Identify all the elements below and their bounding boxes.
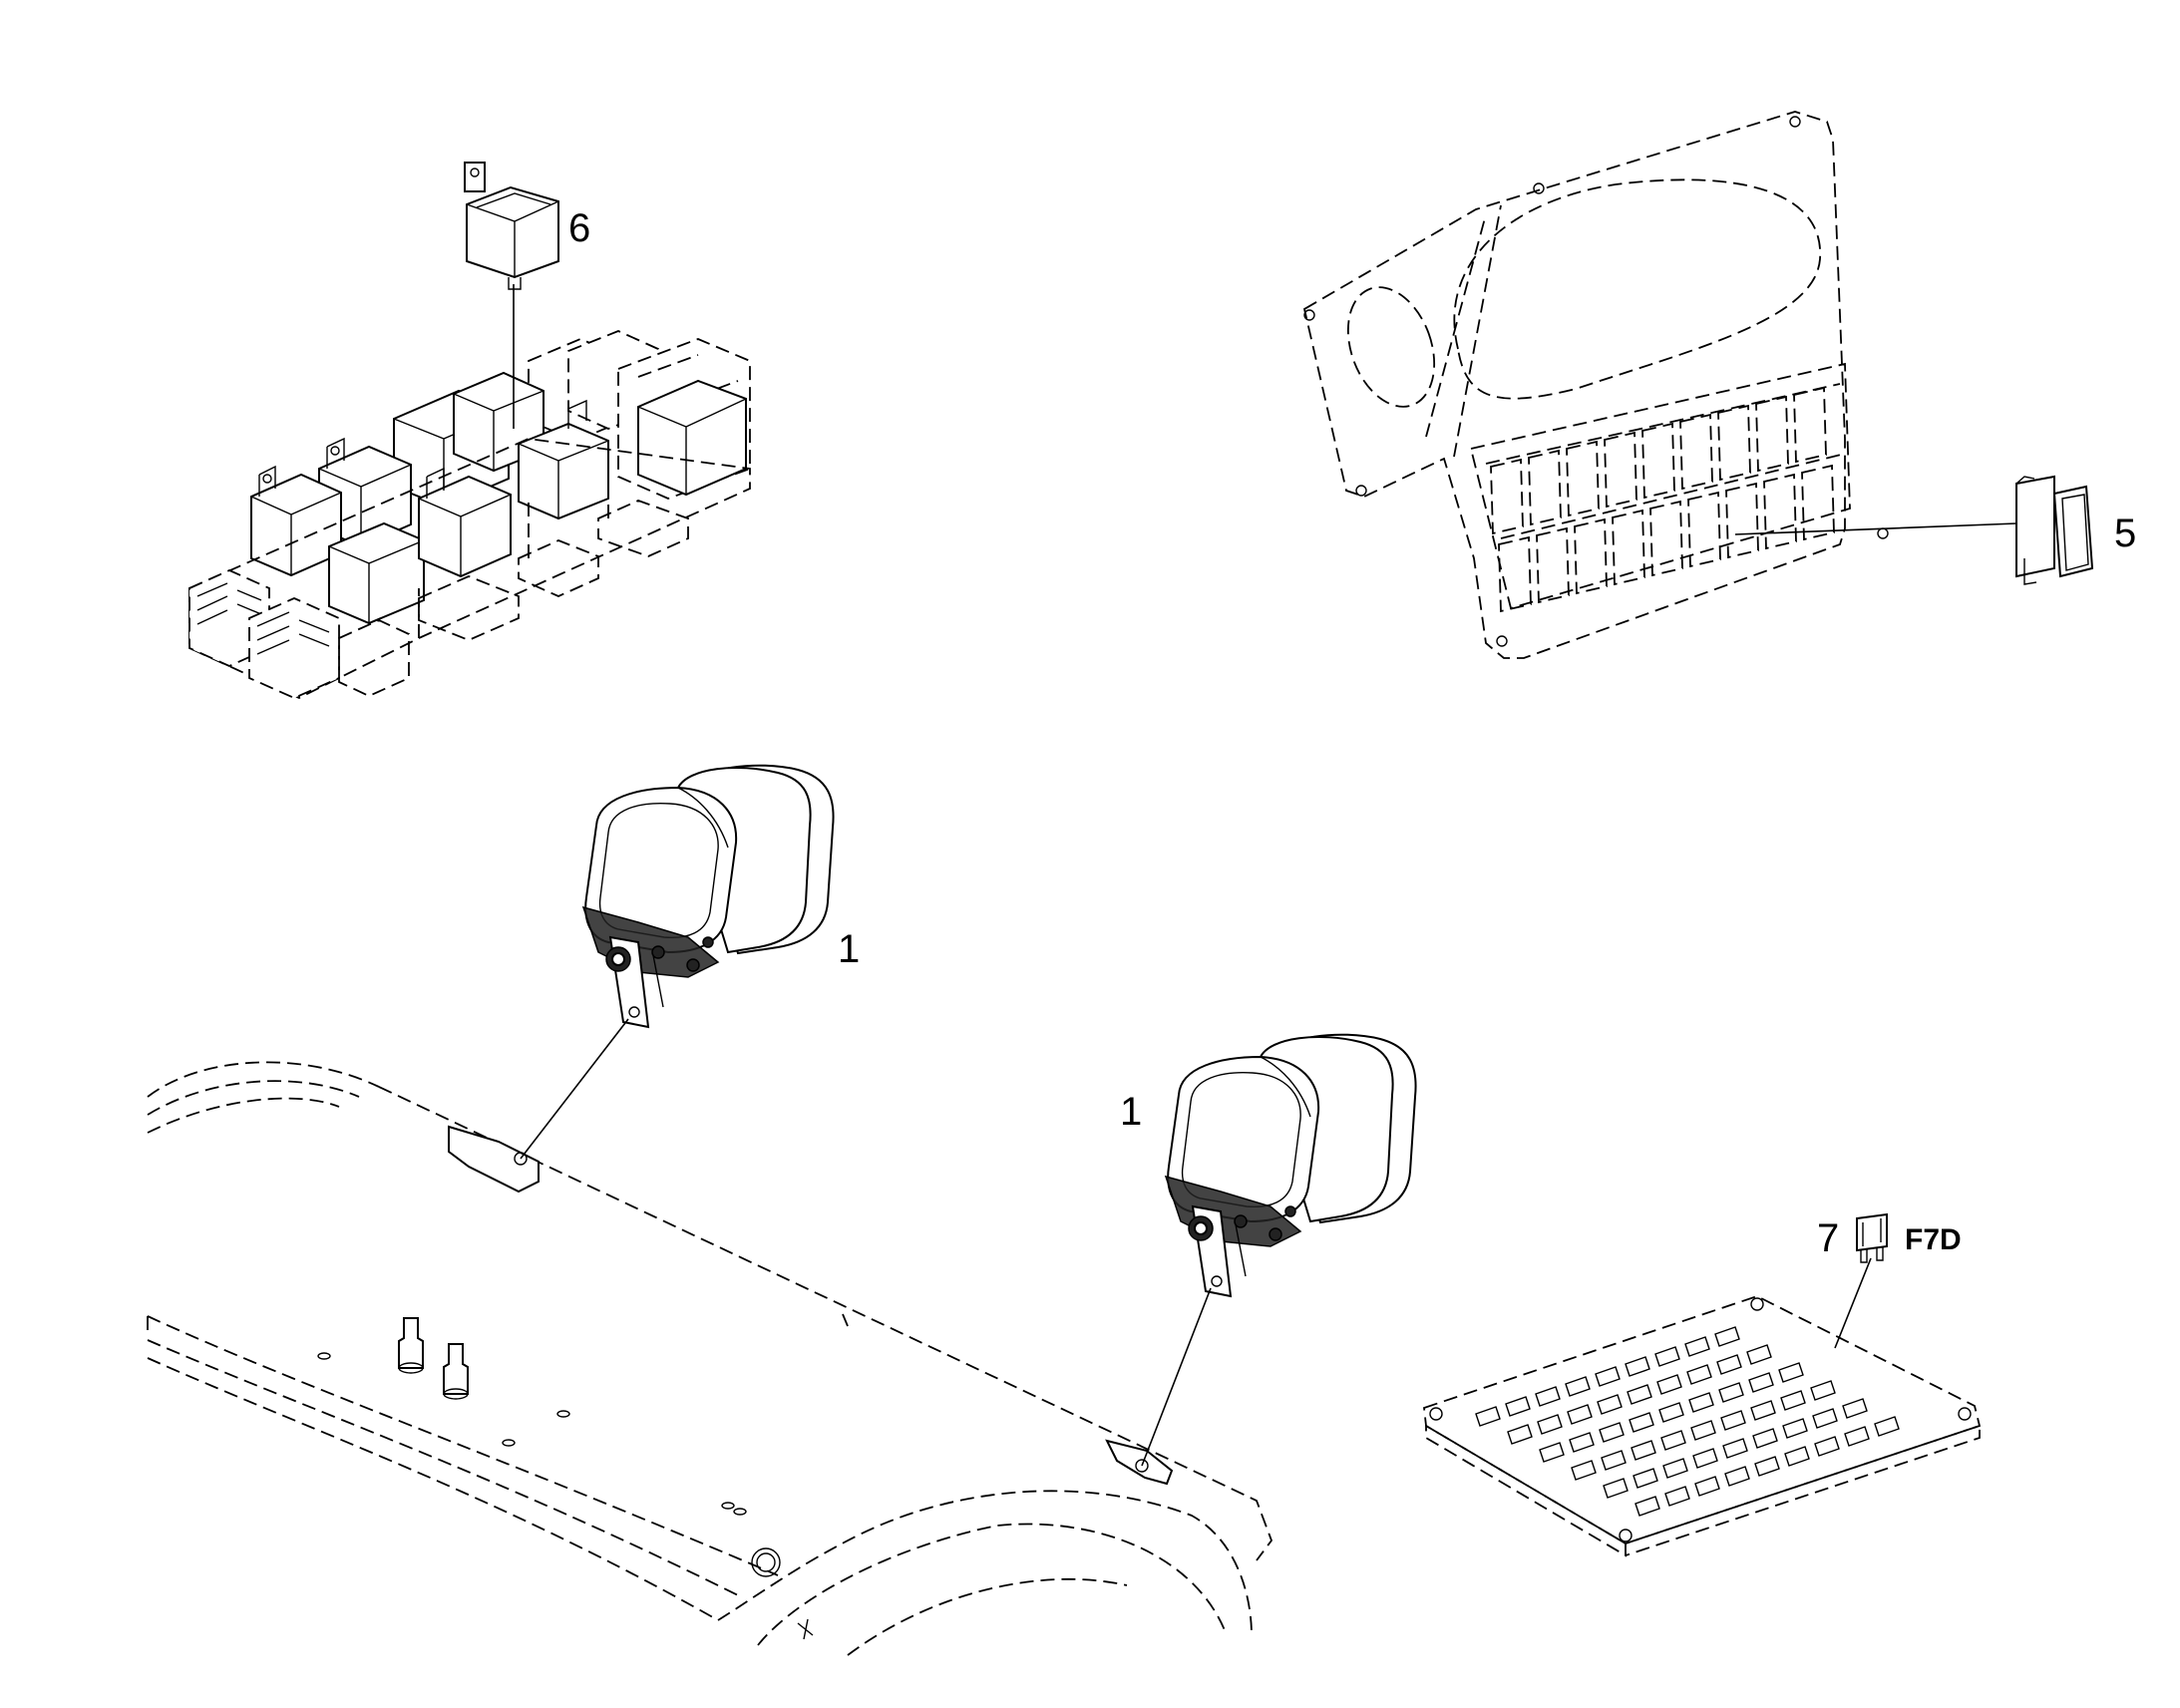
callout-horn-left: 1 [838,927,860,971]
fuse-socket [1716,1354,1742,1375]
fuse-socket [1656,1374,1682,1395]
fuse-socket [1752,1428,1778,1449]
switch-slot [1490,458,1524,535]
fuse-socket [1627,1384,1652,1405]
fuse-socket [1812,1408,1838,1429]
fuse-socket [1664,1486,1690,1507]
fuse-socket [1746,1344,1772,1365]
switch-slot [1612,509,1645,586]
fuse-socket [1603,1478,1629,1499]
fuse-grid [1475,1326,1900,1517]
fuse-socket [1633,1468,1658,1489]
fuse-socket [1844,1426,1870,1447]
horn-right [1164,1033,1417,1298]
fuse-socket [1692,1448,1718,1469]
fuse-socket [1686,1364,1712,1385]
fuse-socket [1814,1436,1840,1457]
fuse-socket [1475,1406,1501,1427]
horn-left [581,764,835,1029]
fuse-socket [1507,1424,1533,1445]
switch-slot [1649,500,1683,577]
fuse-part-7 [1856,1212,1888,1263]
switch-slot [1641,422,1675,500]
relay-part-6 [464,162,559,290]
fuse-board [1423,1295,1982,1557]
fuse-socket [1724,1466,1750,1487]
fuse-socket [1625,1356,1650,1377]
fuse-socket [1635,1496,1660,1517]
fuse-socket [1720,1410,1746,1431]
fuse-code-label: F7D [1905,1223,1962,1256]
rocker-switch-part-5 [2015,475,2094,585]
callout-fuse: 7 [1817,1216,1839,1260]
fuse-socket [1688,1392,1714,1413]
fuse-socket [1505,1396,1531,1417]
switch-slot [1679,413,1713,491]
switch-slot [1528,449,1562,526]
fuse-socket [1658,1402,1684,1423]
fuse-socket [1718,1382,1744,1403]
fuse-socket [1535,1386,1561,1407]
switch-slot [1755,395,1789,473]
fuse-socket [1660,1430,1686,1451]
switch-slot [1498,535,1532,613]
switch-slot [1801,464,1835,541]
fuse-socket [1629,1412,1654,1433]
relay-block: 6 [188,162,751,699]
fuse-socket [1631,1440,1656,1461]
fuse-socket [1714,1326,1740,1347]
switch-slot [1793,386,1827,464]
fuse-socket [1784,1446,1810,1467]
switch-slot [1717,404,1751,482]
fuse-socket [1595,1366,1621,1387]
fuse-socket [1874,1416,1900,1437]
fuse-socket [1684,1336,1710,1357]
fuse-socket [1842,1398,1868,1419]
fuse-socket [1597,1394,1623,1415]
fuse-socket [1569,1432,1595,1453]
fuse-socket [1654,1346,1680,1367]
switch-slot [1725,482,1759,559]
fuse-socket [1539,1442,1565,1463]
fuse-socket [1571,1460,1597,1481]
fuse-socket [1722,1438,1748,1459]
fuse-socket [1748,1372,1774,1393]
switch-slot [1604,431,1637,509]
fuse-socket [1780,1390,1806,1411]
fuse-socket [1778,1362,1804,1383]
switch-slot [1536,526,1570,604]
fuse-socket [1810,1380,1836,1401]
mounting-plate [147,1061,1273,1656]
callout-relay: 6 [568,206,590,250]
dashboard-panel [1302,111,1889,659]
fuse-socket [1565,1376,1591,1397]
callout-horn-right: 1 [1120,1090,1142,1134]
fuse-socket [1599,1422,1625,1443]
fuse-socket [1690,1420,1716,1441]
switch-slot [1566,440,1600,517]
fuse-socket [1782,1418,1808,1439]
switch-slot [1763,473,1797,550]
callout-switch: 5 [2114,512,2136,555]
switch-slot [1687,491,1721,568]
fuse-socket [1694,1476,1720,1497]
fuse-socket [1601,1450,1627,1471]
fuse-socket [1750,1400,1776,1421]
fuse-socket [1754,1456,1780,1477]
fuse-socket [1662,1458,1688,1479]
fuse-socket [1537,1414,1563,1435]
switch-slot [1574,517,1608,595]
fuse-socket [1567,1404,1593,1425]
switch-grid [1490,386,1835,613]
